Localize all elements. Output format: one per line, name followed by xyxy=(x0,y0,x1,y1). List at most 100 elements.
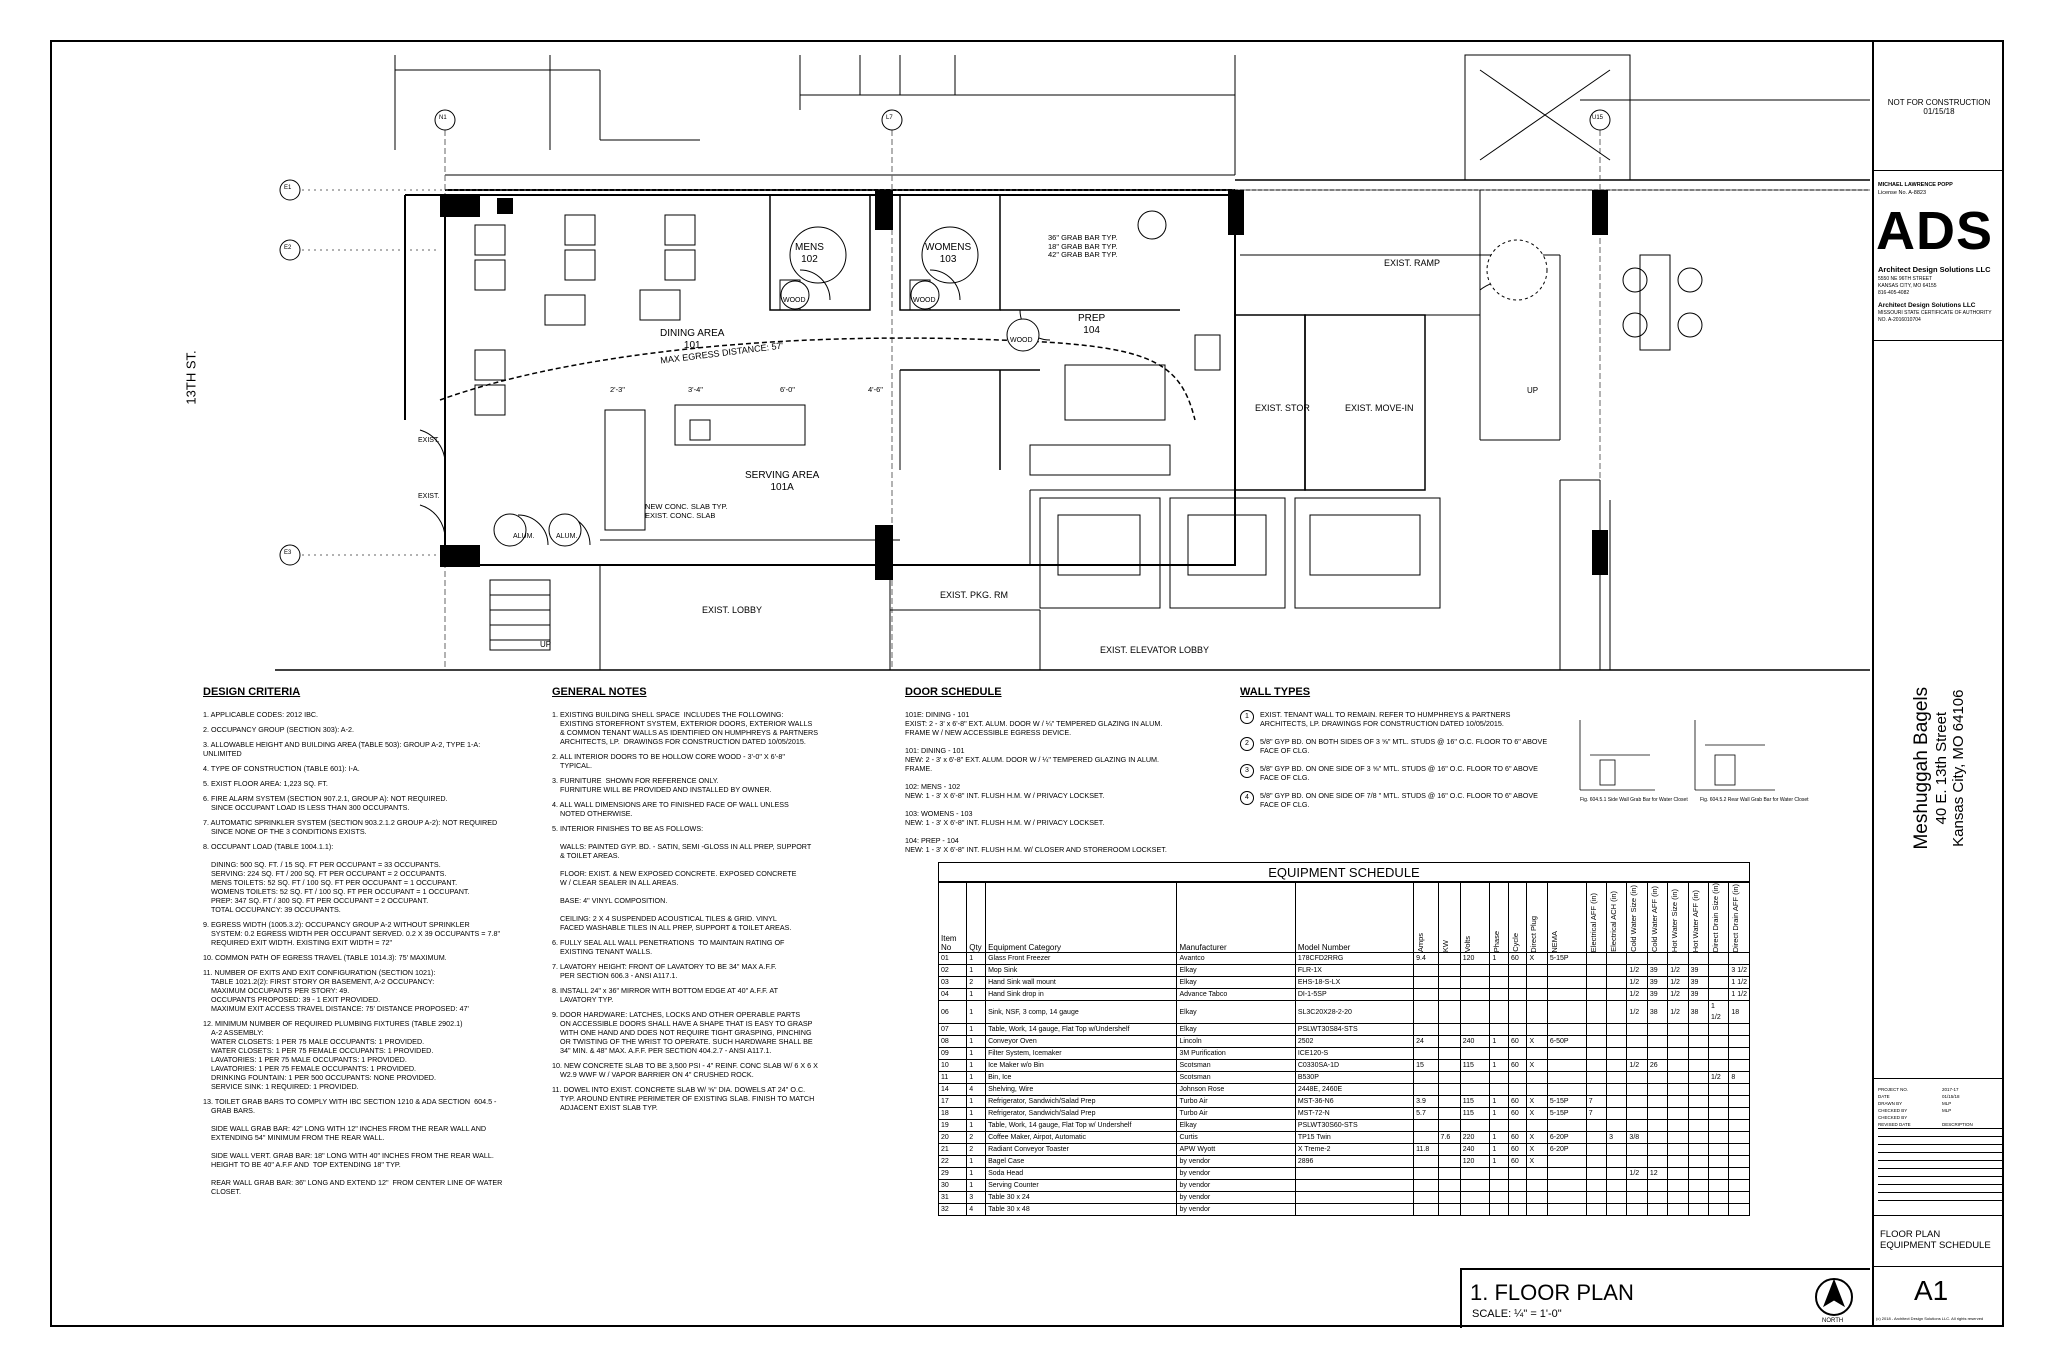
table-cell: 07 xyxy=(937,1023,968,1037)
table-cell: 1 xyxy=(966,1047,987,1061)
slab-note: NEW CONC. SLAB TYP.EXIST. CONC. SLAB xyxy=(645,502,728,520)
revision-row xyxy=(1878,1169,2002,1177)
table-cell: 39 xyxy=(1646,988,1669,1002)
table-cell: 3 xyxy=(1606,1131,1628,1145)
table-cell: 2 xyxy=(966,1131,987,1145)
table-cell xyxy=(1413,1167,1439,1181)
table-cell xyxy=(1728,1179,1750,1193)
table-cell xyxy=(1585,1071,1608,1085)
column-header-label: Direct Plug xyxy=(1529,915,1539,953)
table-cell: 17 xyxy=(937,1095,968,1109)
table-cell xyxy=(1687,1071,1709,1085)
table-cell: Elkay xyxy=(1176,1000,1296,1025)
project-meta-value: DESCRIPTION xyxy=(1942,1122,1973,1127)
table-cell: TP15 Twin xyxy=(1294,1131,1415,1145)
project-meta-value: 01/15/18 xyxy=(1942,1094,1960,1099)
general-note-item: 11. DOWEL INTO EXIST. CONCRETE SLAB W/ ⅝… xyxy=(552,1085,815,1112)
table-cell: 5-15P xyxy=(1546,1107,1587,1121)
table-cell xyxy=(1507,1179,1528,1193)
table-cell xyxy=(1507,1119,1528,1133)
table-cell: 2896 xyxy=(1294,1155,1415,1169)
column-header: Electrical ACH (in) xyxy=(1606,881,1628,954)
table-cell xyxy=(1507,1047,1528,1061)
firm-name: Architect Design Solutions LLC xyxy=(1878,265,1991,274)
table-cell xyxy=(1585,1167,1608,1181)
table-cell: 1 xyxy=(1489,1131,1509,1145)
table-cell xyxy=(1489,1167,1509,1181)
design-criteria-item: 2. OCCUPANCY GROUP (SECTION 303): A-2. xyxy=(203,725,354,734)
table-cell xyxy=(1626,1047,1648,1061)
grid-e2: E2 xyxy=(284,245,292,251)
table-cell: 6-20P xyxy=(1546,1143,1587,1157)
column-header: Phase xyxy=(1489,881,1509,954)
table-cell xyxy=(1728,1155,1750,1169)
column-header-label: Phase xyxy=(1492,930,1502,953)
table-cell xyxy=(1437,1059,1461,1073)
column-header: KW xyxy=(1437,881,1461,954)
table-cell: 8 xyxy=(1728,1071,1750,1085)
table-cell xyxy=(1626,1083,1648,1097)
table-cell xyxy=(1507,1083,1528,1097)
table-cell xyxy=(1585,1143,1608,1157)
table-cell xyxy=(1585,976,1608,990)
table-cell xyxy=(1667,1059,1689,1073)
table-cell xyxy=(1459,988,1491,1002)
table-cell xyxy=(1626,1191,1648,1205)
wall-type-text: 5/8" GYP BD. ON BOTH SIDES OF 3 ⅝" MTL. … xyxy=(1260,737,1548,755)
column-header-label: NEMA xyxy=(1549,930,1559,953)
revision-row xyxy=(1878,1177,2002,1185)
project-street: 40 E. 13th Street xyxy=(1932,711,1950,825)
table-cell: 115 xyxy=(1459,1107,1491,1121)
certificate-number: NO. A-2016010704 xyxy=(1878,317,1921,323)
table-cell: ICE120-S xyxy=(1294,1047,1415,1061)
table-cell: 1 1/2 xyxy=(1707,1000,1730,1025)
table-cell xyxy=(1646,1143,1669,1157)
sheet-border xyxy=(50,40,2004,1327)
table-cell xyxy=(1687,952,1709,966)
table-cell xyxy=(1728,1023,1750,1037)
table-cell: 120 xyxy=(1459,1155,1491,1169)
table-cell xyxy=(1707,1167,1730,1181)
table-cell xyxy=(1646,1191,1669,1205)
up-label-2: UP xyxy=(1527,386,1539,395)
column-header-label: Cold Water AFF (in) xyxy=(1649,886,1659,953)
table-cell: 60 xyxy=(1507,1035,1528,1049)
table-cell: 04 xyxy=(937,988,968,1002)
table-cell xyxy=(1707,1023,1730,1037)
table-cell xyxy=(1413,1071,1439,1085)
table-cell xyxy=(1413,1191,1439,1205)
door-tag-103: WOOD xyxy=(913,297,936,304)
table-cell: EHS-18-S-LX xyxy=(1294,976,1415,990)
table-cell xyxy=(1606,1203,1628,1217)
wall-type-text: 5/8" GYP BD. ON ONE SIDE OF 7/8 " MTL. S… xyxy=(1260,791,1538,809)
table-cell xyxy=(1606,1035,1628,1049)
table-cell xyxy=(1667,1071,1689,1085)
design-criteria-item: 5. EXIST FLOOR AREA: 1,223 SQ. FT. xyxy=(203,779,328,788)
table-cell xyxy=(1546,1071,1587,1085)
table-cell xyxy=(1687,1035,1709,1049)
table-cell xyxy=(1459,1000,1491,1025)
general-note-item: 9. DOOR HARDWARE: LATCHES, LOCKS AND OTH… xyxy=(552,1010,813,1055)
table-cell: 29 xyxy=(937,1167,968,1181)
table-cell xyxy=(1437,1155,1461,1169)
table-cell xyxy=(1413,1119,1439,1133)
north-label: NORTH xyxy=(1822,1318,1844,1324)
column-header-label: Equipment Category xyxy=(988,943,1062,953)
column-header-label: Model Number xyxy=(1297,943,1351,953)
table-cell: 115 xyxy=(1459,1095,1491,1109)
table-cell xyxy=(1728,952,1750,966)
table-cell xyxy=(1585,1155,1608,1169)
table-cell: 1 xyxy=(966,1179,987,1193)
table-cell xyxy=(1413,1047,1439,1061)
column-header-label: Electrical ACH (in) xyxy=(1609,891,1619,953)
table-cell xyxy=(1707,1059,1730,1073)
table-cell xyxy=(1626,1095,1648,1109)
table-cell: 1 xyxy=(966,1155,987,1169)
